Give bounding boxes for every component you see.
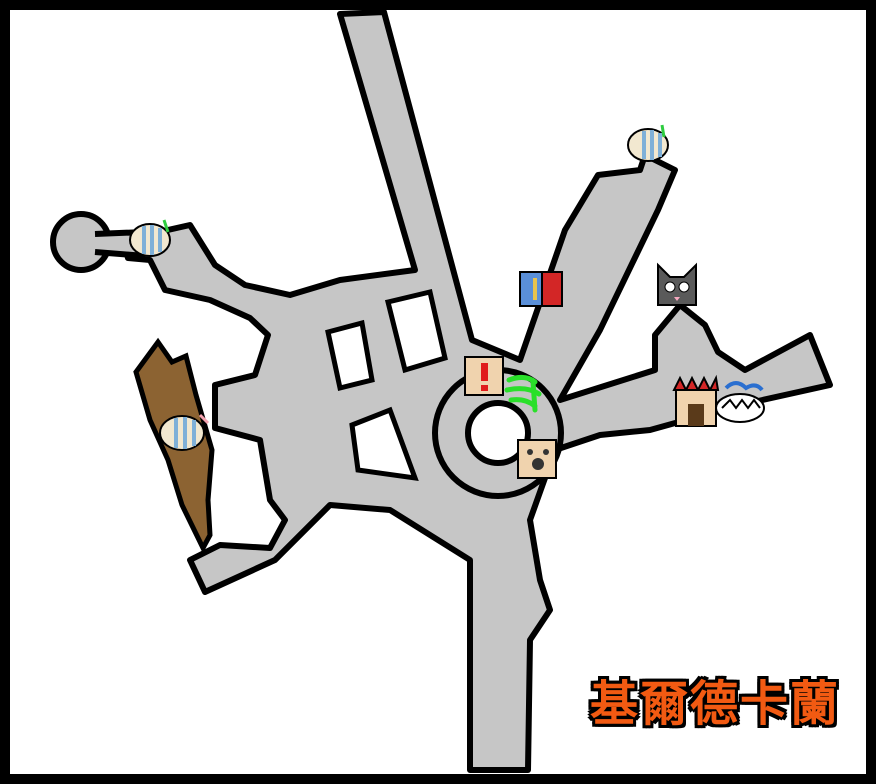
palico-icon[interactable]: [657, 262, 697, 306]
quest-board-icon[interactable]: [464, 356, 504, 396]
armadillo-icon[interactable]: [627, 124, 669, 162]
building-2: [384, 288, 448, 374]
buildings: [325, 288, 448, 482]
shop-icon[interactable]: [672, 374, 720, 427]
map-title: 基爾德卡蘭: [589, 676, 840, 732]
building-3: [349, 406, 419, 482]
smithy-icon[interactable]: [519, 271, 563, 307]
building-1: [325, 319, 375, 392]
item-box-icon[interactable]: [517, 439, 557, 479]
armadillo-icon[interactable]: [159, 413, 210, 451]
herb-icon[interactable]: [504, 374, 542, 413]
armadillo-icon[interactable]: [129, 219, 171, 257]
fish-nest-icon[interactable]: [715, 381, 765, 423]
